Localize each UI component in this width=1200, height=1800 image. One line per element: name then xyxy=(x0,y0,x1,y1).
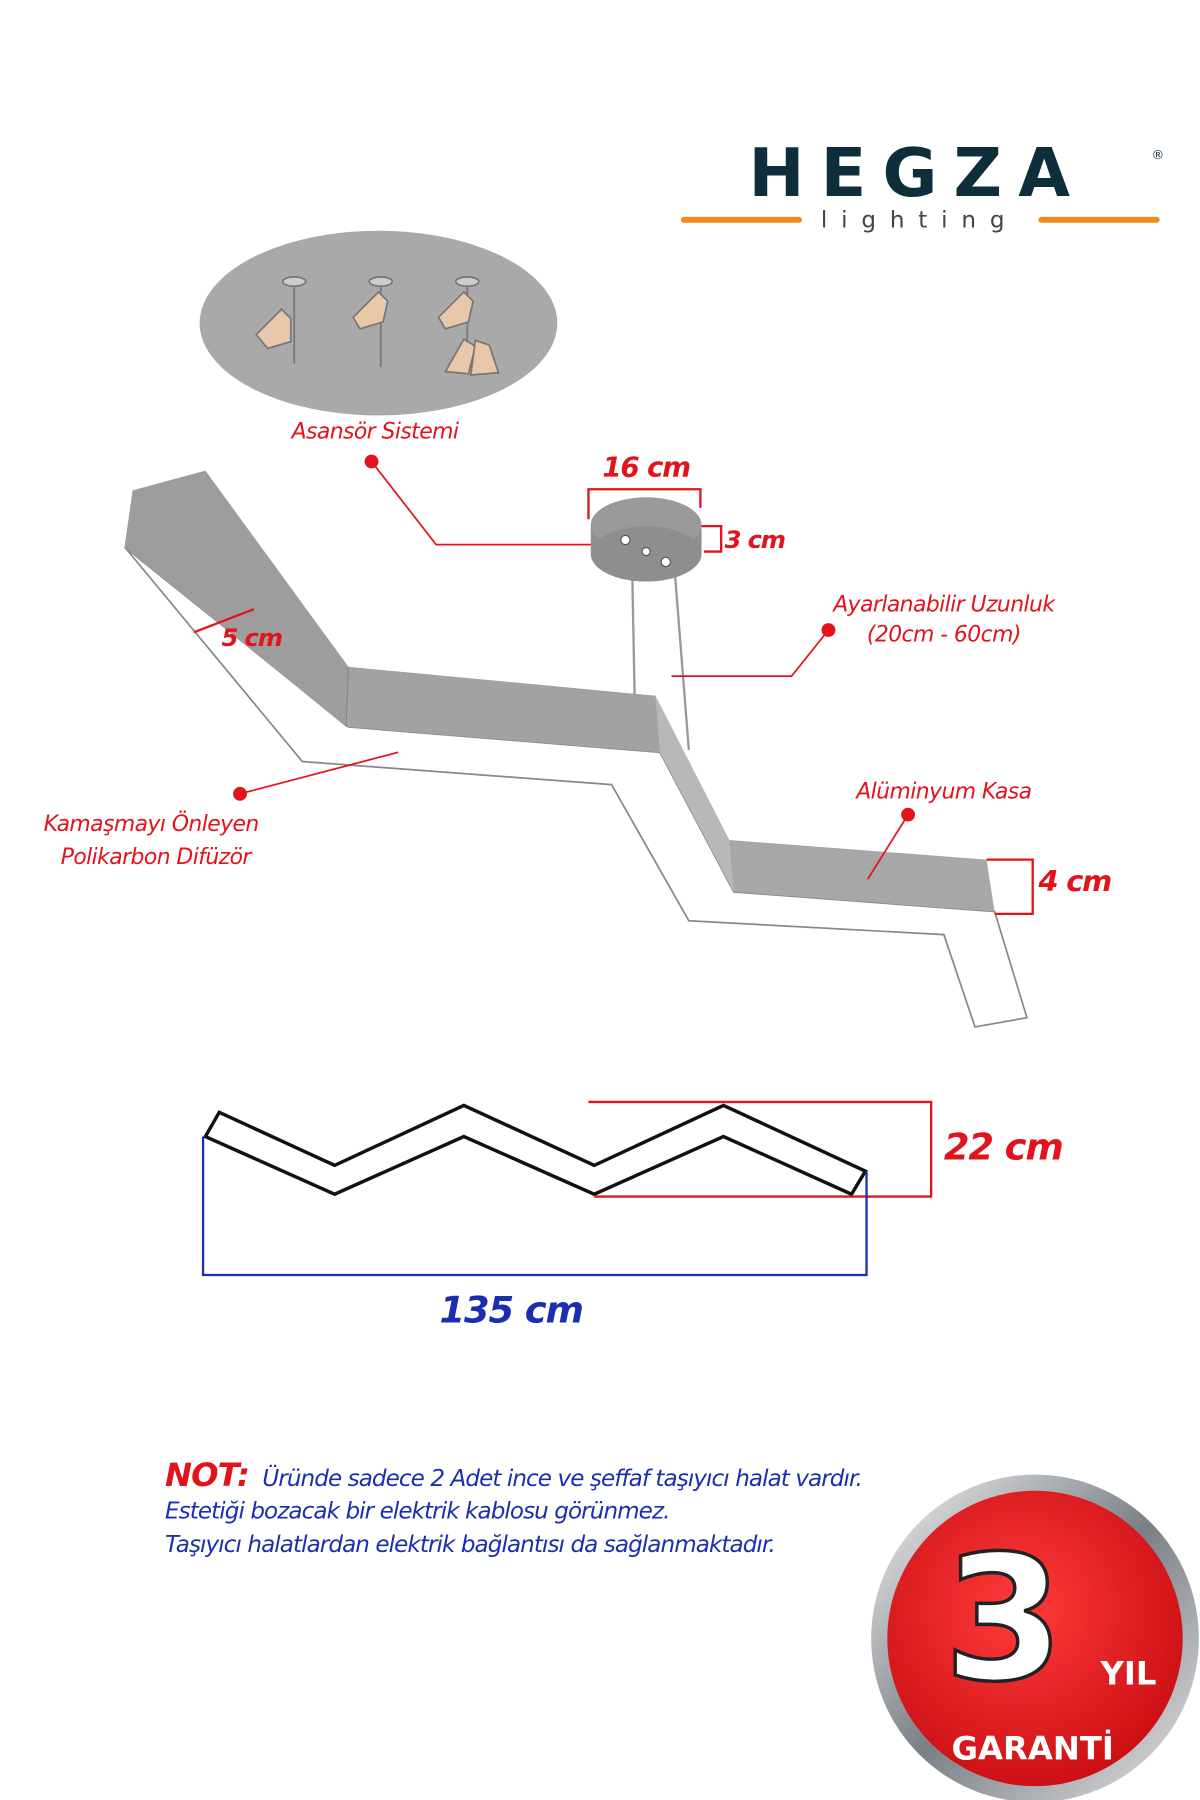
callout-dot xyxy=(233,786,247,801)
dim-zigzag-height: 22 cm xyxy=(944,1126,1063,1169)
svg-text:NOT: Üründe sadece 2 Ade: NOT: Üründe sadece 2 Adet ince ve şeffaf… xyxy=(165,1456,862,1494)
logo-right-swoosh xyxy=(1038,216,1160,223)
note-block: NOT: Üründe sadece 2 Adet ince ve şeffaf… xyxy=(165,1456,863,1558)
badge-unit: YIL xyxy=(1099,1655,1156,1693)
dim-line-width xyxy=(193,608,255,634)
dim-total-length: 135 cm xyxy=(439,1288,582,1331)
ceiling-canopy xyxy=(590,497,702,582)
label-lift-system: Asansör Sistemi xyxy=(290,419,459,444)
note-prefix: NOT: xyxy=(165,1456,249,1494)
logo-left-swoosh xyxy=(680,216,802,223)
warranty-badge: 3 YIL GARANTİ xyxy=(871,1474,1199,1800)
suspension-wires xyxy=(631,574,690,751)
zigzag-top-view xyxy=(202,1103,868,1197)
badge-text: GARANTİ xyxy=(951,1730,1113,1768)
callout-dot xyxy=(901,807,915,822)
callout-lift-system xyxy=(370,461,624,546)
label-case: Alüminyum Kasa xyxy=(854,779,1031,804)
callout-adjustable xyxy=(671,629,830,678)
label-adjustable-range: (20cm - 60cm) xyxy=(867,623,1021,648)
zigzag-lamp-body xyxy=(123,470,1029,1028)
note-line1: Üründe sadece 2 Adet ince ve şeffaf taşı… xyxy=(262,1464,862,1492)
label-adjustable-length: Ayarlanabilir Uzunluk xyxy=(831,593,1056,618)
callout-diffuser xyxy=(239,751,399,795)
label-diffuser-line2: Polikarbon Difüzör xyxy=(61,845,254,870)
label-diffuser-line1: Kamaşmayı Önleyen xyxy=(44,811,259,837)
lift-system-illustration xyxy=(199,230,558,416)
note-line2: Estetiği bozacak bir elektrik kablosu gö… xyxy=(165,1498,670,1524)
dim-line-zigzag-height xyxy=(588,1100,933,1198)
dim-line-profile xyxy=(986,858,1034,915)
dim-line-total-length xyxy=(201,1136,868,1277)
logo-registered: ® xyxy=(1152,147,1165,162)
logo-sub: lighting xyxy=(821,207,1019,233)
note-line3: Taşıyıcı halatlardan elektrik bağlantısı… xyxy=(165,1532,775,1558)
callout-dot xyxy=(364,454,379,469)
badge-number: 3 xyxy=(944,1518,1064,1720)
dim-width: 5 cm xyxy=(222,624,282,652)
dim-canopy-diameter: 16 cm xyxy=(602,451,690,484)
canopy-dimension-lines xyxy=(587,488,723,553)
dim-canopy-height: 3 cm xyxy=(725,526,785,554)
callout-dot xyxy=(821,623,836,637)
callout-case xyxy=(866,814,909,880)
dim-profile-height: 4 cm xyxy=(1037,864,1111,898)
hegza-logo: HEGZA ® lighting xyxy=(680,134,1165,233)
logo-brand: HEGZA xyxy=(748,134,1086,212)
